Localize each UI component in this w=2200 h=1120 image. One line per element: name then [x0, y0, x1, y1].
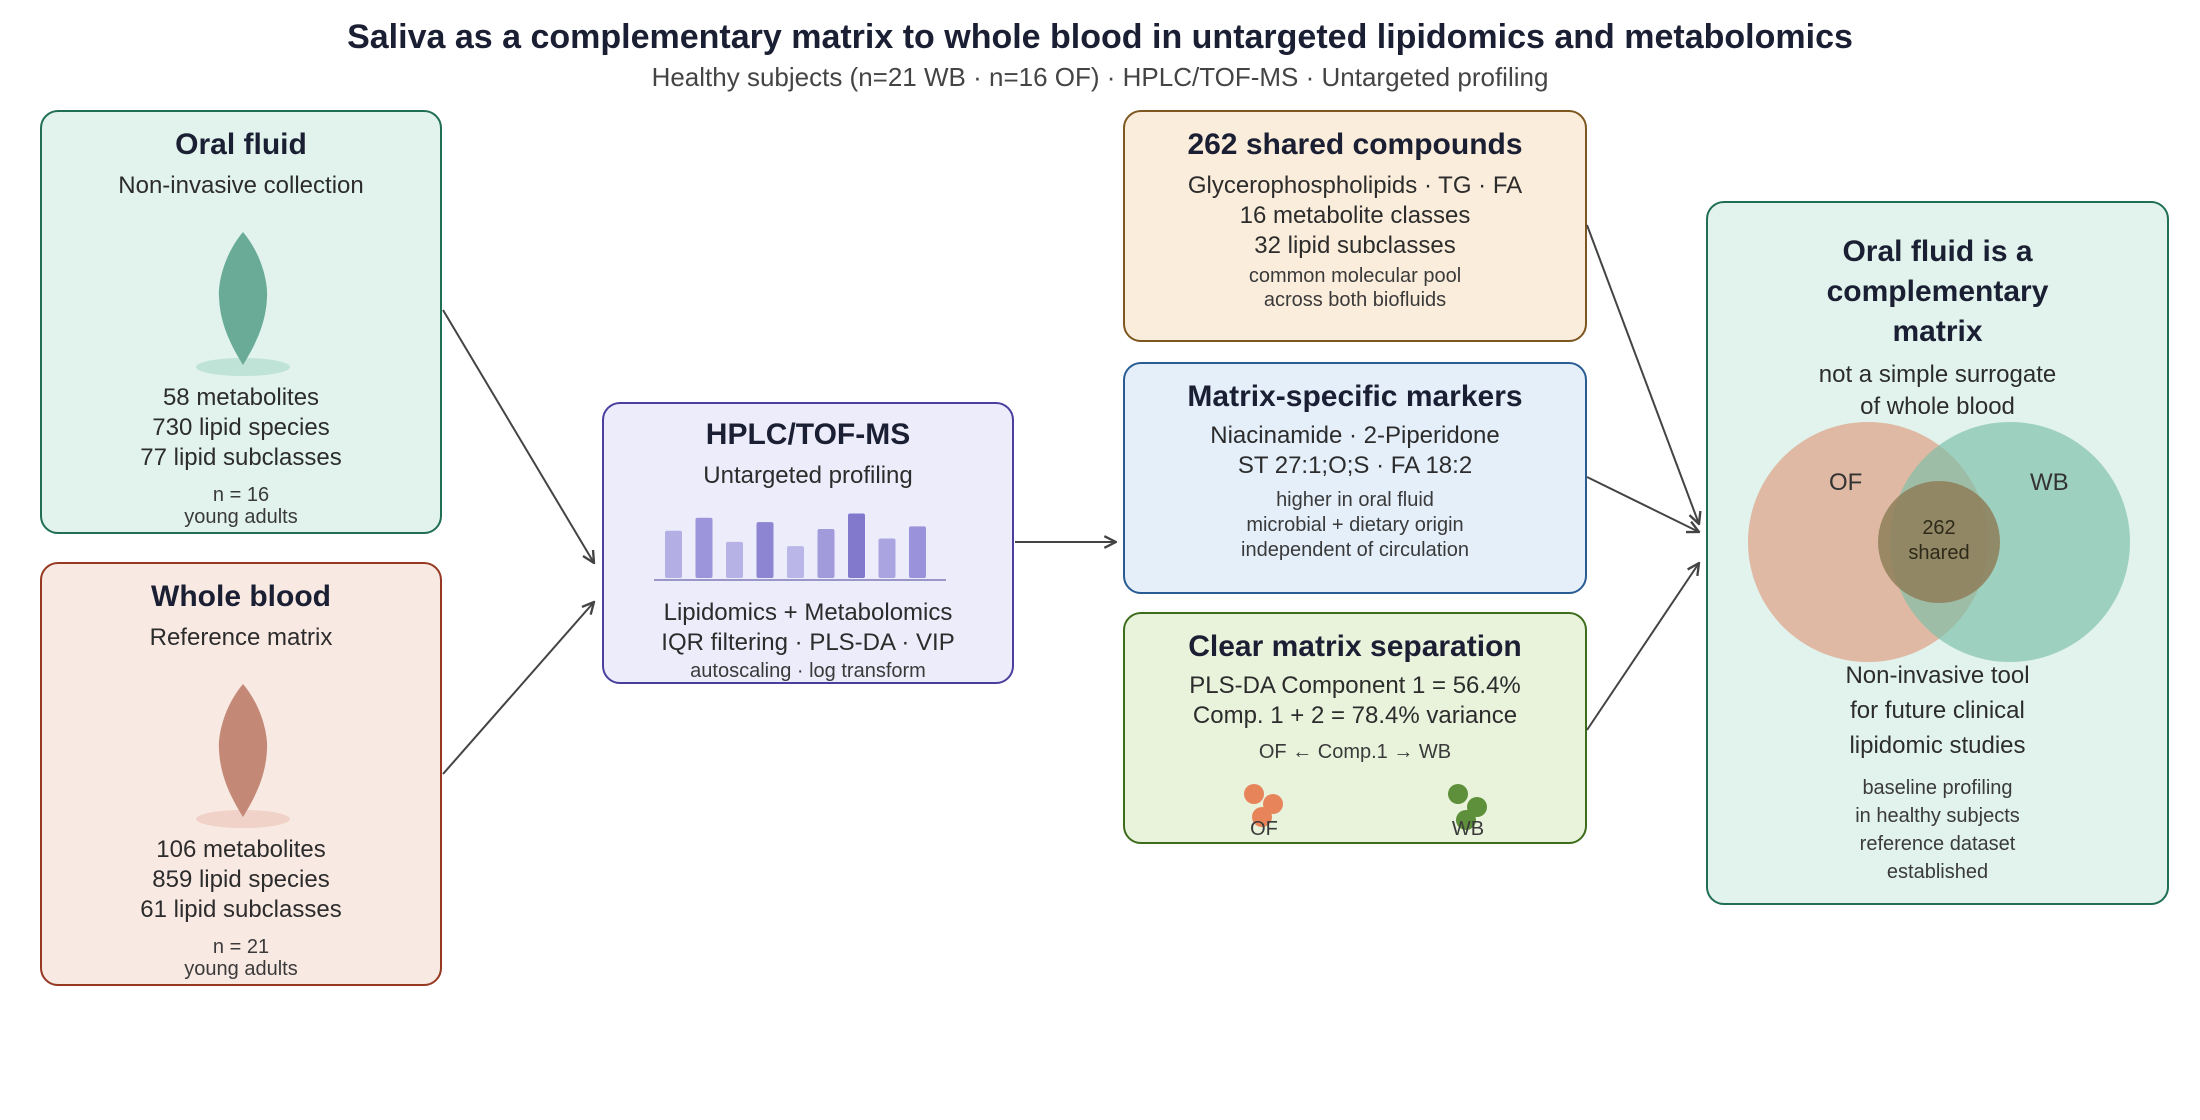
shared-note-2: across both biofluids	[1263, 289, 1447, 311]
conclusion-line-2: for future clinical	[1850, 697, 2025, 724]
oral-fluid-lipid-species: 730 lipid species	[152, 414, 330, 441]
diagram-title: Saliva as a complementary matrix to whol…	[347, 18, 1853, 56]
instrument-analysis-line: IQR filtering · PLS-DA · VIP	[661, 629, 955, 656]
arrow-of-to-instrument	[442, 309, 594, 563]
spectrum-bar	[695, 517, 713, 578]
conclusion-note-2: in healthy subjects	[1855, 805, 2020, 827]
of-cluster-label: OF	[1250, 818, 1278, 840]
oral-fluid-metabolites: 58 metabolites	[162, 384, 320, 411]
markers-note-2: microbial + dietary origin	[1246, 514, 1464, 536]
separation-line-1: PLS-DA Component 1 = 56.4%	[1189, 672, 1521, 699]
whole-blood-lipid-species: 859 lipid species	[152, 866, 330, 893]
venn-shared-count: 262	[1922, 517, 1955, 539]
spectrum-bar	[787, 546, 804, 578]
spectrum-bar	[848, 513, 865, 578]
conclusion-line-1: Non-invasive tool	[1845, 662, 2030, 689]
spectrum-bar	[817, 528, 835, 578]
markers-note-3: independent of circulation	[1241, 539, 1469, 561]
markers-box: Matrix-specific markers Niacinamide · 2-…	[1123, 362, 1587, 594]
venn-shared-label: shared	[1908, 542, 1969, 564]
spectrum-icon	[654, 513, 946, 581]
whole-blood-subheading: Reference matrix	[149, 624, 333, 651]
shared-line-3: 32 lipid subclasses	[1254, 232, 1456, 259]
shared-line-1: Glycerophospholipids · TG · FA	[1187, 172, 1523, 199]
venn-of-label: OF	[1829, 469, 1862, 496]
whole-blood-heading: Whole blood	[151, 580, 331, 613]
separation-heading: Clear matrix separation	[1188, 630, 1522, 663]
spectrum-bar	[726, 541, 743, 578]
whole-blood-lipid-subclasses: 61 lipid subclasses	[140, 896, 342, 923]
whole-blood-n: n = 21	[212, 936, 270, 958]
separation-box: Clear matrix separation PLS-DA Component…	[1123, 612, 1587, 844]
instrument-box: HPLC/TOF-MS Untargeted profiling Lipidom…	[602, 402, 1014, 684]
conclusion-note-4: established	[1886, 861, 1989, 883]
diagram-subtitle: Healthy subjects (n=21 WB · n=16 OF) · H…	[651, 62, 1549, 92]
pls-da-scores-icon	[1244, 784, 1487, 830]
conclusion-sub-1: not a simple surrogate	[1818, 361, 2057, 388]
conclusion-sub-2: of whole blood	[1860, 393, 2015, 420]
wb-cluster-label: WB	[1451, 818, 1485, 840]
whole-blood-box: Whole blood Reference matrix 106 metabol…	[40, 562, 442, 986]
spectrum-bar	[909, 526, 926, 578]
oral-fluid-lipid-subclasses: 77 lipid subclasses	[140, 444, 342, 471]
separation-line-2: Comp. 1 + 2 = 78.4% variance	[1192, 702, 1518, 729]
arrow-wb-to-instrument	[442, 602, 594, 775]
venn-wb-label: WB	[2030, 469, 2069, 496]
conclusion-heading-3: matrix	[1892, 315, 1983, 348]
conclusion-line-3: lipidomic studies	[1849, 732, 2026, 759]
spectrum-bar	[665, 530, 682, 578]
arrow-separation-to-conclusion	[1586, 563, 1699, 731]
shared-note-1: common molecular pool	[1248, 265, 1462, 287]
conclusion-box: Oral fluid is a complementary matrix not…	[1706, 201, 2169, 905]
oral-fluid-box: Oral fluid Non-invasive collection 58 me…	[40, 110, 442, 534]
oral-fluid-drop-icon	[196, 232, 290, 376]
venn-shared-circle	[1878, 481, 2000, 603]
conclusion-heading-2: complementary	[1826, 275, 2049, 308]
shared-line-2: 16 metabolite classes	[1239, 202, 1471, 229]
markers-line-1: Niacinamide · 2-Piperidone	[1210, 422, 1500, 449]
arrow-shared-to-conclusion	[1586, 224, 1699, 524]
markers-line-2: ST 27:1;O;S · FA 18:2	[1237, 452, 1473, 479]
oral-fluid-cohort: young adults	[184, 506, 298, 528]
instrument-note: autoscaling · log transform	[690, 660, 926, 682]
shared-compounds-box: 262 shared compounds Glycerophospholipid…	[1123, 110, 1587, 342]
conclusion-note-3: reference dataset	[1859, 833, 2016, 855]
spectrum-bar	[878, 538, 896, 578]
oral-fluid-n: n = 16	[212, 484, 270, 506]
conclusion-note-1: baseline profiling	[1862, 777, 2013, 799]
instrument-subheading: Untargeted profiling	[703, 462, 913, 489]
instrument-methods-line: Lipidomics + Metabolomics	[663, 599, 953, 626]
arrow-markers-to-conclusion	[1586, 476, 1699, 532]
oral-fluid-heading: Oral fluid	[175, 128, 307, 161]
markers-note-1: higher in oral fluid	[1276, 489, 1434, 511]
conclusion-heading-1: Oral fluid is a	[1842, 235, 2033, 268]
oral-fluid-subheading: Non-invasive collection	[118, 172, 364, 199]
markers-heading: Matrix-specific markers	[1187, 380, 1523, 413]
shared-heading: 262 shared compounds	[1187, 128, 1523, 161]
instrument-heading: HPLC/TOF-MS	[705, 418, 911, 451]
separation-axis-note: OF ← Comp.1 → WB	[1258, 741, 1452, 763]
venn-diagram: OF WB 262 shared	[1748, 422, 2130, 662]
spectrum-bar	[756, 522, 774, 578]
whole-blood-cohort: young adults	[184, 958, 298, 980]
whole-blood-metabolites: 106 metabolites	[156, 836, 326, 863]
whole-blood-drop-icon	[196, 684, 290, 828]
